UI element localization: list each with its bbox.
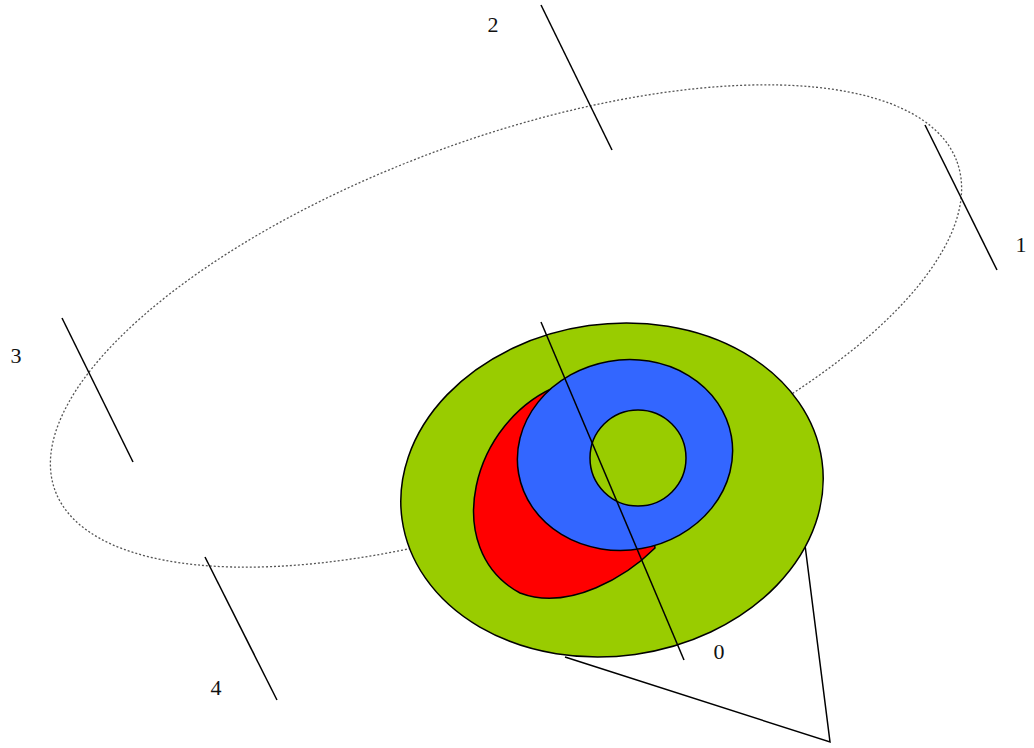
outer-disk (379, 296, 845, 684)
blue-ring (502, 343, 748, 568)
tick-mark (62, 318, 133, 462)
tick-mark (205, 557, 277, 700)
callout-number: 4 (211, 677, 222, 699)
tick-mark (541, 322, 684, 660)
callout-number: 3 (11, 345, 22, 367)
callout-number: 1 (1016, 234, 1027, 256)
callout-number: 2 (488, 14, 499, 36)
inner-hole (590, 410, 686, 506)
callout-number: 0 (714, 641, 725, 663)
tick-mark (925, 125, 997, 270)
tick-mark (541, 5, 612, 150)
orbit-path (0, 0, 1021, 667)
